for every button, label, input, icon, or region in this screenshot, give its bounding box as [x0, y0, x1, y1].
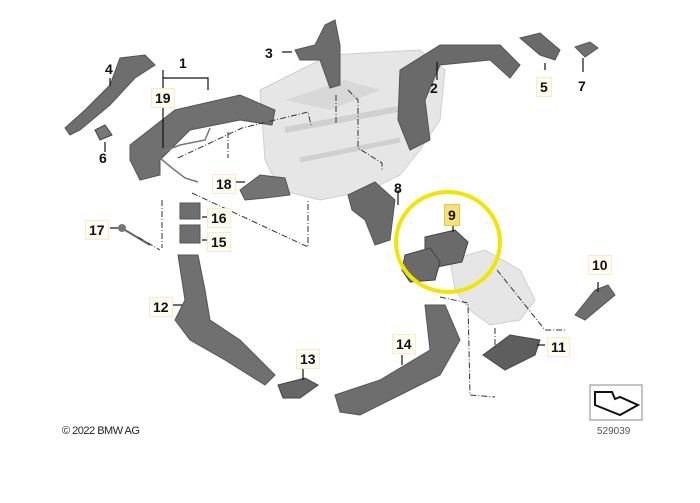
copyright-text: © 2022 BMW AG [62, 425, 140, 437]
part-3-vent [294, 19, 341, 89]
part-4-duct [64, 54, 156, 136]
callout-7[interactable]: 7 [578, 78, 586, 94]
callout-2[interactable]: 2 [430, 80, 438, 96]
callout-12[interactable]: 12 [149, 297, 173, 317]
part-12-duct [174, 254, 276, 386]
part-14-duct [334, 304, 461, 416]
part-2-duct [397, 44, 521, 151]
orientation-arrow-icon [589, 384, 643, 421]
callout-1[interactable]: 1 [179, 55, 187, 71]
part-10-vent [574, 284, 616, 321]
callout-10[interactable]: 10 [588, 255, 612, 275]
callout-3[interactable]: 3 [265, 45, 273, 61]
part-9-connectors [401, 229, 469, 283]
part-15-clip [179, 224, 201, 244]
part-7-clip [574, 41, 599, 58]
highlight-circle [394, 190, 502, 294]
part-5-bracket [518, 32, 561, 61]
callout-6[interactable]: 6 [99, 150, 107, 166]
callout-17[interactable]: 17 [85, 220, 109, 240]
part-8-duct [347, 181, 396, 246]
callout-13[interactable]: 13 [296, 349, 320, 369]
callout-11[interactable]: 11 [547, 337, 570, 357]
callout-4[interactable]: 4 [105, 61, 113, 77]
part-16-clip [179, 202, 201, 220]
part-17-screw [118, 224, 151, 246]
heater-housing [259, 49, 446, 201]
callout-8[interactable]: 8 [394, 180, 402, 196]
callout-5[interactable]: 5 [536, 77, 552, 97]
callout-19[interactable]: 19 [151, 88, 175, 108]
callout-15[interactable]: 15 [207, 232, 231, 252]
callout-16[interactable]: 16 [207, 208, 231, 228]
part-19-wire [159, 127, 211, 183]
assembly-lines [137, 89, 565, 398]
part-11-bracket [482, 334, 541, 371]
footwell-housing [449, 249, 536, 326]
part-18-elbow [239, 174, 291, 201]
part-13-nozzle [277, 377, 319, 399]
part-1-duct [129, 94, 276, 181]
callout-14[interactable]: 14 [392, 334, 416, 354]
part-6-bracket [94, 124, 113, 141]
diagram-number: 529039 [597, 426, 631, 437]
callout-9[interactable]: 9 [444, 204, 460, 226]
callout-18[interactable]: 18 [212, 174, 236, 194]
